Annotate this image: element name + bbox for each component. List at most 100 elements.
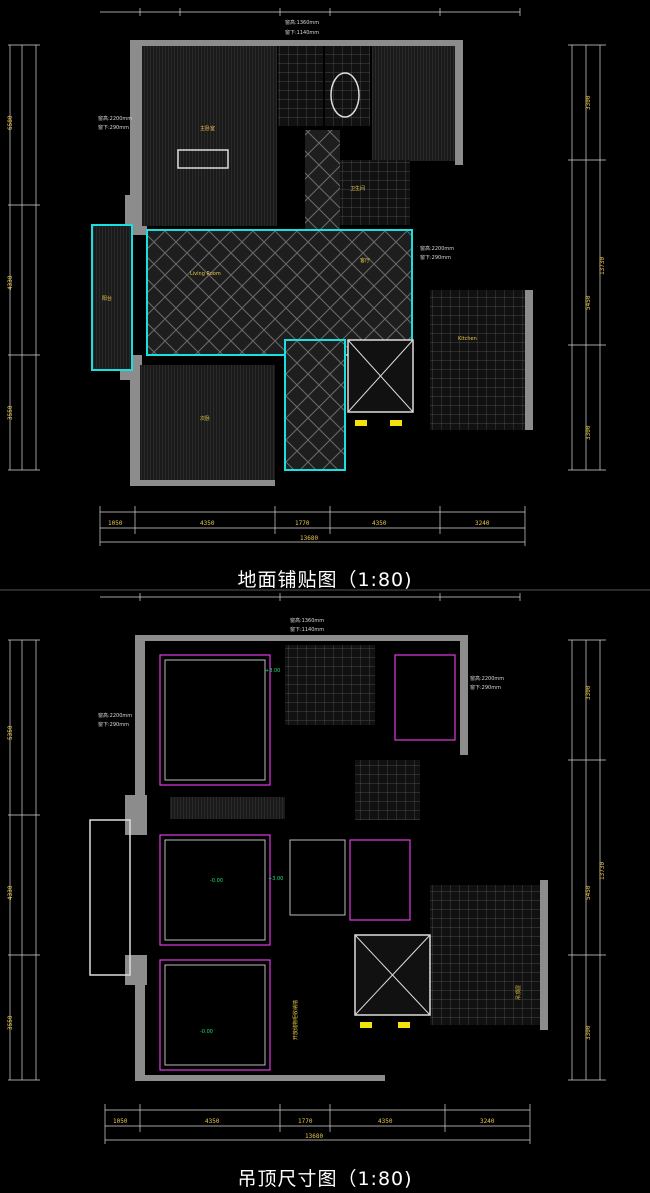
- ceiling-top-dimension-line: [100, 593, 521, 601]
- bedroom3-ceiling-inner: [164, 964, 266, 1066]
- kitchen-label: Kitchen: [458, 336, 477, 342]
- ceiling-window-note-6: 窗下:290mm: [470, 684, 501, 691]
- ceiling-right-dim-total: 13730: [599, 862, 606, 880]
- north-wall: [130, 40, 460, 46]
- ceiling-right-dim-3: 3300: [585, 1025, 592, 1040]
- right-dim-1: 3300: [585, 95, 592, 110]
- left-dim-2: 4330: [7, 275, 14, 290]
- ceiling-north-wall: [135, 635, 465, 641]
- bedroom-3-floor: [140, 365, 275, 480]
- balcony-label: 阳台: [102, 295, 112, 302]
- south-wall: [130, 480, 275, 486]
- living-ceiling-outline: [159, 834, 271, 946]
- bed-outline: [177, 149, 229, 169]
- window-note-6: 窗下:290mm: [420, 254, 451, 261]
- ceiling-bottom-dim-5: 3240: [480, 1118, 495, 1125]
- corridor-ceiling-outline: [289, 839, 346, 916]
- left-dim-3: 3550: [7, 405, 14, 420]
- west-wall-lower: [130, 375, 140, 485]
- ceiling-level-2: -0.00: [210, 878, 223, 884]
- living-room-tile-border: [146, 229, 413, 356]
- bathroom-2-tiles: [340, 160, 410, 225]
- bedroom3-ceiling-outline: [159, 959, 271, 1071]
- balcony-floor: [92, 225, 132, 370]
- living-ceiling-inner: [164, 839, 266, 941]
- left-dim-1: 6580: [7, 115, 14, 130]
- ceiling-right-dim-2: 5450: [585, 885, 592, 900]
- top-dimension-line: [100, 8, 521, 16]
- window-note-5: 窗高:2200mm: [420, 245, 454, 252]
- ceiling-east-wall-lower: [540, 880, 548, 1030]
- bathtub-icon: [330, 72, 360, 118]
- floor-plan-drawing: 6580 4330 3550 3300 5450 3300 13730 主卧室: [7, 8, 606, 546]
- ceiling-left-dim-3: 3550: [7, 1015, 14, 1030]
- ceiling-bottom-dim-1: 1050: [113, 1118, 128, 1125]
- ceiling-west-wall: [135, 635, 145, 795]
- ceiling-bottom-dimension-chain: 1050 4350 1770 4350 3240 13680: [104, 1104, 531, 1144]
- ceiling-right-dim-1: 3300: [585, 685, 592, 700]
- fixture-1: [355, 420, 367, 426]
- window-note-4: 窗下:290mm: [98, 124, 129, 131]
- bottom-dim-5: 3240: [475, 520, 490, 527]
- ceiling-window-note-2: 窗下:1140mm: [290, 626, 324, 633]
- ceiling-bottom-dim-total: 13680: [305, 1133, 323, 1140]
- bathroom-tiles: [278, 46, 323, 126]
- elevator-cross: [347, 339, 414, 413]
- bedroom2-ceiling-outline: [394, 654, 456, 741]
- bath2-ceiling-grid: [355, 760, 420, 820]
- bottom-dimension-chain: 1050 4350 1770 4350 3240 13680: [99, 506, 526, 546]
- ceiling-left-dim-2: 4330: [7, 885, 14, 900]
- ceiling-fixture-1: [360, 1022, 372, 1028]
- ceiling-window-note-3: 窗高:2200mm: [98, 712, 132, 719]
- floor-plan-caption: 地面铺贴图（1:80): [237, 569, 413, 591]
- master-bedroom-label: 主卧室: [200, 125, 215, 132]
- ceiling-bottom-dim-2: 4350: [205, 1118, 220, 1125]
- ceiling-west-wall-lower: [135, 985, 145, 1080]
- ceiling-bottom-dim-4: 4350: [378, 1118, 393, 1125]
- bottom-dim-2: 4350: [200, 520, 215, 527]
- bottom-dim-1: 1050: [108, 520, 123, 527]
- right-dim-2: 5450: [585, 295, 592, 310]
- bathroom-label: 卫生间: [350, 185, 365, 192]
- east-wall-upper: [455, 40, 463, 165]
- bottom-dim-3: 1770: [295, 520, 310, 527]
- ceiling-south-wall: [135, 1075, 385, 1081]
- ceiling-bottom-dim-3: 1770: [298, 1118, 313, 1125]
- ceiling-level-1: +3.00: [265, 668, 280, 674]
- master-bedroom-floor: [142, 46, 277, 226]
- ceiling-fixture-2: [398, 1022, 410, 1028]
- ceiling-west-column-2: [125, 955, 147, 985]
- ceiling-window-note-4: 窗下:290mm: [98, 721, 129, 728]
- bath-ceiling-grid: [285, 645, 375, 725]
- storage-wall-label: 开放储物柜收纳墙: [292, 1000, 299, 1040]
- ceiling-west-column: [125, 795, 147, 835]
- right-dim-3: 3300: [585, 425, 592, 440]
- ceiling-left-dimension-chain: 5350 4330 3550: [7, 639, 40, 1081]
- ceiling-level-3: +3.00: [268, 876, 283, 882]
- kitchen-side-label: 吊顶层: [516, 985, 522, 1000]
- dining-ceiling-outline: [349, 839, 411, 921]
- bottom-dim-total: 13680: [300, 535, 318, 542]
- ceiling-level-4: -0.00: [200, 1029, 213, 1035]
- window-note-3: 窗高:2200mm: [98, 115, 132, 122]
- ceiling-plan-caption: 吊顶尺寸图（1:80): [237, 1168, 413, 1190]
- hall-floor: [285, 340, 345, 470]
- master-ceiling-outline: [159, 654, 271, 786]
- cabinet-band: [170, 797, 285, 819]
- bedroom-3-label: 次卧: [200, 415, 210, 422]
- ceiling-left-dim-1: 5350: [7, 725, 14, 740]
- corridor-floor: [305, 130, 340, 230]
- ceiling-right-dimension-chain: 3300 5450 3300 13730: [568, 639, 606, 1081]
- ceiling-elevator-cross: [354, 934, 431, 1016]
- balcony-ceiling-outline: [89, 819, 131, 976]
- balcony-border: [91, 224, 133, 371]
- fixture-2: [390, 420, 402, 426]
- living-room-floor: [147, 230, 412, 355]
- kitchen-ceiling-grid: [430, 885, 540, 1025]
- west-wall-upper: [130, 40, 142, 195]
- ceiling-east-wall: [460, 635, 468, 755]
- hall-tile-border: [284, 339, 346, 471]
- living-room-label: Living Room: [190, 271, 221, 277]
- bedroom-2-floor: [372, 46, 455, 161]
